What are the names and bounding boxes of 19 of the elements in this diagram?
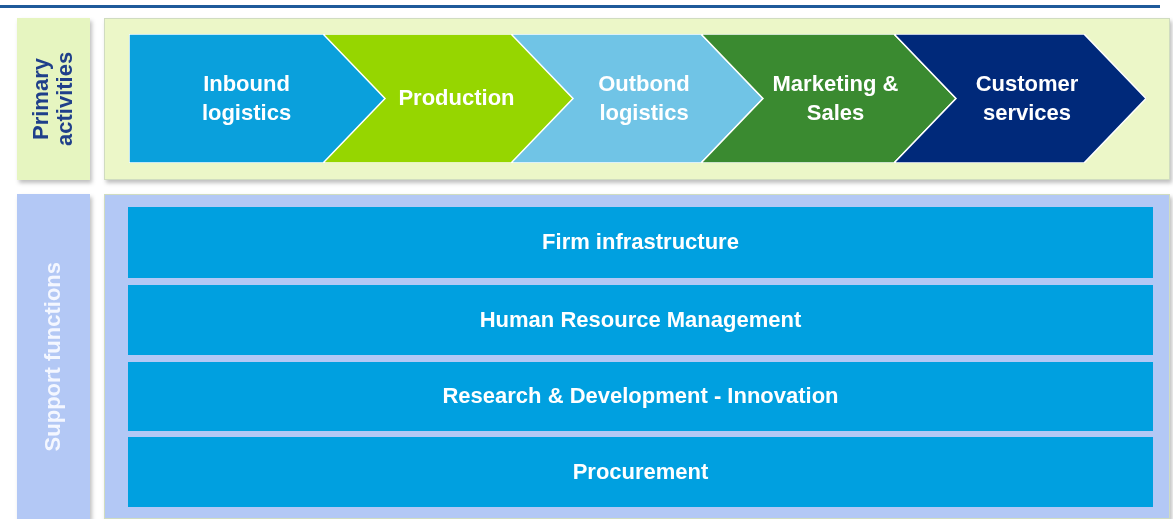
bar-label: Procurement xyxy=(572,457,709,486)
activity-label: Outbond logistics xyxy=(597,69,691,127)
activity-label: Marketing & Sales xyxy=(771,69,900,127)
support-bar xyxy=(128,207,1153,278)
bar-label: Human Resource Management xyxy=(479,305,802,334)
activity-label: Inbound logistics xyxy=(200,69,293,127)
category-band xyxy=(17,194,90,519)
bar-label: Firm infrastructure xyxy=(542,228,739,257)
band-label: Primary activities xyxy=(29,50,78,149)
support-bar xyxy=(128,285,1153,355)
band-label: Support functions xyxy=(41,261,66,452)
support-bar xyxy=(128,437,1153,507)
activity-label: Customer services xyxy=(974,69,1080,127)
category-band xyxy=(17,18,90,180)
bar-label: Research & Development - Innovation xyxy=(442,382,839,411)
panel-background xyxy=(104,18,1170,180)
panel-background xyxy=(104,194,1170,519)
support-bar xyxy=(128,362,1153,431)
activity-label: Production xyxy=(398,84,515,113)
